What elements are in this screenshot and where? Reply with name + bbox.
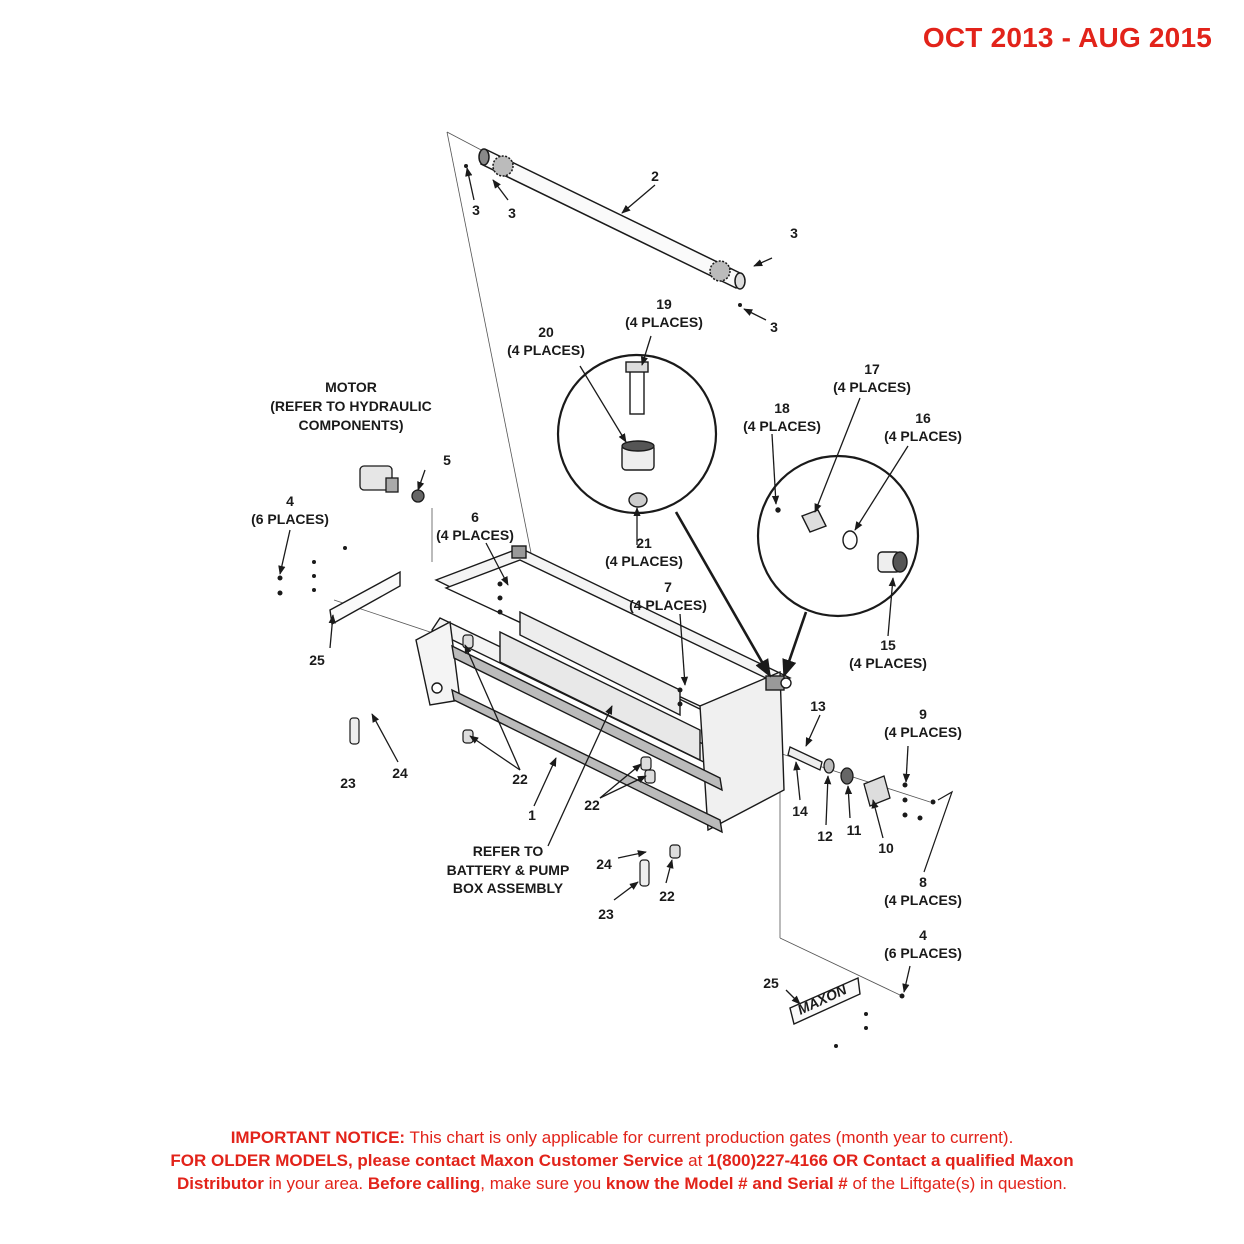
callout-2: 2 [651, 168, 659, 184]
callout-9: 9 [919, 706, 927, 722]
callout-4-qty: (6 PLACES) [884, 945, 962, 961]
callout-20-qty: (4 PLACES) [507, 342, 585, 358]
callout-18-qty: (4 PLACES) [743, 418, 821, 434]
notice-text: Distributor [176, 1174, 264, 1193]
battery-label: REFER TO [473, 843, 544, 859]
callout-22: 22 [584, 797, 600, 813]
notice-line-2: FOR OLDER MODELS, please contact Maxon C… [0, 1149, 1244, 1172]
callout-labels: 2 3 3 3 3 19 (4 PLACES) 20 (4 PLACES) 21… [251, 168, 962, 991]
callout-11: 11 [847, 822, 862, 838]
leader-lines [278, 167, 911, 1005]
callout-19-qty: (4 PLACES) [625, 314, 703, 330]
detail-roller-parts [775, 507, 908, 573]
callout-17-qty: (4 PLACES) [833, 379, 911, 395]
detail-circle-roller [756, 454, 920, 618]
pins [349, 717, 650, 887]
callout-7: 7 [664, 579, 672, 595]
notice-text: This chart is only applicable for curren… [405, 1128, 1014, 1147]
notice-line-3: Distributor in your area. Before calling… [0, 1172, 1244, 1195]
battery-label: BATTERY & PUMP [447, 862, 570, 878]
notice-text: at [683, 1151, 708, 1170]
callout-25: 25 [309, 652, 325, 668]
motor-label: MOTOR [325, 379, 377, 395]
pivot-assembly [787, 746, 891, 807]
callout-7-qty: (4 PLACES) [629, 597, 707, 613]
notice-line-1: IMPORTANT NOTICE: This chart is only app… [0, 1126, 1244, 1149]
date-range-title: OCT 2013 - AUG 2015 [922, 22, 1212, 53]
detail-pointer-arrows [674, 511, 808, 678]
notice-text: of the Liftgate(s) in question. [847, 1174, 1068, 1193]
callout-3: 3 [770, 319, 778, 335]
notice-heading: IMPORTANT NOTICE: [230, 1128, 406, 1147]
callout-3: 3 [472, 202, 480, 218]
callout-9-qty: (4 PLACES) [884, 724, 962, 740]
callout-3: 3 [508, 205, 516, 221]
callout-10: 10 [878, 840, 894, 856]
callout-16-qty: (4 PLACES) [884, 428, 962, 444]
notice-text: know the Model # and Serial # [605, 1174, 848, 1193]
callout-16: 16 [915, 410, 931, 426]
callout-8-qty: (4 PLACES) [884, 892, 962, 908]
detail-bolt-parts [621, 361, 655, 508]
callout-21: 21 [636, 535, 652, 551]
fasteners [277, 164, 936, 1048]
callout-24: 24 [596, 856, 612, 872]
callout-17: 17 [864, 361, 880, 377]
callout-13: 13 [810, 698, 826, 714]
callout-23: 23 [598, 906, 614, 922]
notice-text: , make sure you [480, 1174, 606, 1193]
callout-21-qty: (4 PLACES) [605, 553, 683, 569]
callout-4: 4 [919, 927, 927, 943]
callout-3: 3 [790, 225, 798, 241]
callout-4: 4 [286, 493, 294, 509]
drive-shaft [478, 148, 746, 290]
bracket-8 [923, 790, 954, 873]
callout-8: 8 [919, 874, 927, 890]
callout-4-qty: (6 PLACES) [251, 511, 329, 527]
callout-1: 1 [528, 807, 536, 823]
motor-label: (REFER TO HYDRAULIC [270, 398, 432, 414]
callout-6-qty: (4 PLACES) [436, 527, 514, 543]
motor [359, 465, 425, 503]
callout-19: 19 [656, 296, 672, 312]
battery-label: BOX ASSEMBLY [453, 880, 564, 896]
notice-text: in your area. [263, 1174, 368, 1193]
main-frame [415, 545, 792, 834]
callout-15: 15 [880, 637, 896, 653]
notice-text: FOR OLDER MODELS, please contact Maxon C… [170, 1151, 684, 1170]
callout-12: 12 [817, 828, 833, 844]
callout-15-qty: (4 PLACES) [849, 655, 927, 671]
callout-25: 25 [763, 975, 779, 991]
notice-text: Before calling [367, 1174, 481, 1193]
important-notice: IMPORTANT NOTICE: This chart is only app… [0, 1126, 1244, 1195]
callout-24: 24 [392, 765, 408, 781]
callout-14: 14 [792, 803, 808, 819]
notice-phone: 1(800)227-4166 OR Contact a qualified Ma… [707, 1151, 1074, 1170]
callout-22: 22 [659, 888, 675, 904]
motor-label: COMPONENTS) [299, 417, 404, 433]
callout-20: 20 [538, 324, 554, 340]
callout-22: 22 [512, 771, 528, 787]
callout-6: 6 [471, 509, 479, 525]
callout-23: 23 [340, 775, 356, 791]
callout-18: 18 [774, 400, 790, 416]
callout-5: 5 [443, 452, 451, 468]
